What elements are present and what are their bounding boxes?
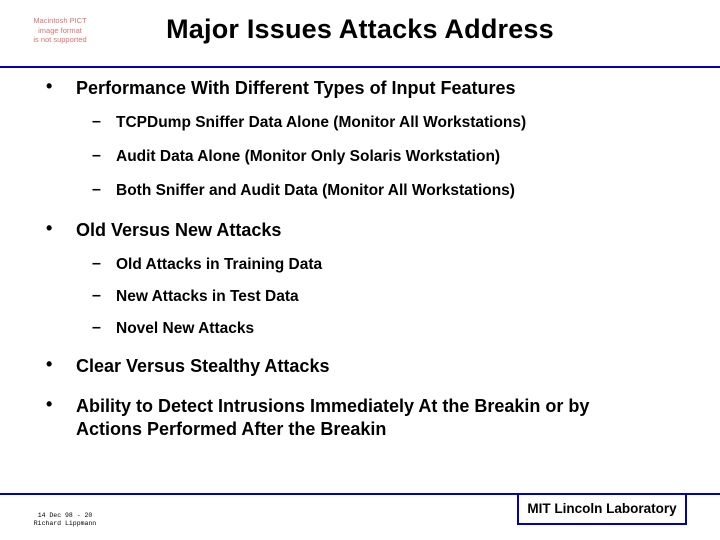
bullet-icon: • <box>46 218 53 238</box>
sub-bullet-item: Audit Data Alone (Monitor Only Solaris W… <box>116 148 501 165</box>
dash-icon: – <box>92 113 101 130</box>
slide-meta-author: Richard Lippmann <box>33 520 97 527</box>
pict-notice-line: is not supported <box>33 35 87 44</box>
bullet-item: Performance With Different Types of Inpu… <box>76 78 516 98</box>
slide-meta: 14 Dec 98 - 20 Richard Lippmann <box>20 512 110 528</box>
dash-icon: – <box>92 319 101 336</box>
header-divider <box>0 66 720 68</box>
dash-icon: – <box>92 147 101 164</box>
footer-divider <box>0 493 720 495</box>
bullet-icon: • <box>46 76 53 96</box>
bullet-icon: • <box>46 394 53 414</box>
bullet-item-line: Ability to Detect Intrusions Immediately… <box>76 396 590 416</box>
bullet-icon: • <box>46 354 53 374</box>
dash-icon: – <box>92 287 101 304</box>
slide-title: Major Issues Attacks Address <box>166 14 554 44</box>
dash-icon: – <box>92 181 101 198</box>
bullet-item: Clear Versus Stealthy Attacks <box>76 356 330 376</box>
pict-notice-line: Macintosh PICT <box>33 16 87 25</box>
sub-bullet-item: Old Attacks in Training Data <box>116 256 323 273</box>
lab-name: MIT Lincoln Laboratory <box>527 501 677 516</box>
sub-bullet-item: New Attacks in Test Data <box>116 288 299 305</box>
dash-icon: – <box>92 255 101 272</box>
bullet-item: Old Versus New Attacks <box>76 220 282 240</box>
bullet-item-line: Actions Performed After the Breakin <box>76 419 387 439</box>
slide-meta-date: 14 Dec 98 - 20 <box>37 512 93 519</box>
lab-name-box: MIT Lincoln Laboratory <box>517 495 687 525</box>
pict-placeholder-notice: Macintosh PICT image format is not suppo… <box>30 16 90 45</box>
pict-notice-line: image format <box>38 25 82 35</box>
sub-bullet-item: Novel New Attacks <box>116 320 255 337</box>
sub-bullet-item: Both Sniffer and Audit Data (Monitor All… <box>116 182 515 199</box>
sub-bullet-item: TCPDump Sniffer Data Alone (Monitor All … <box>116 114 527 131</box>
